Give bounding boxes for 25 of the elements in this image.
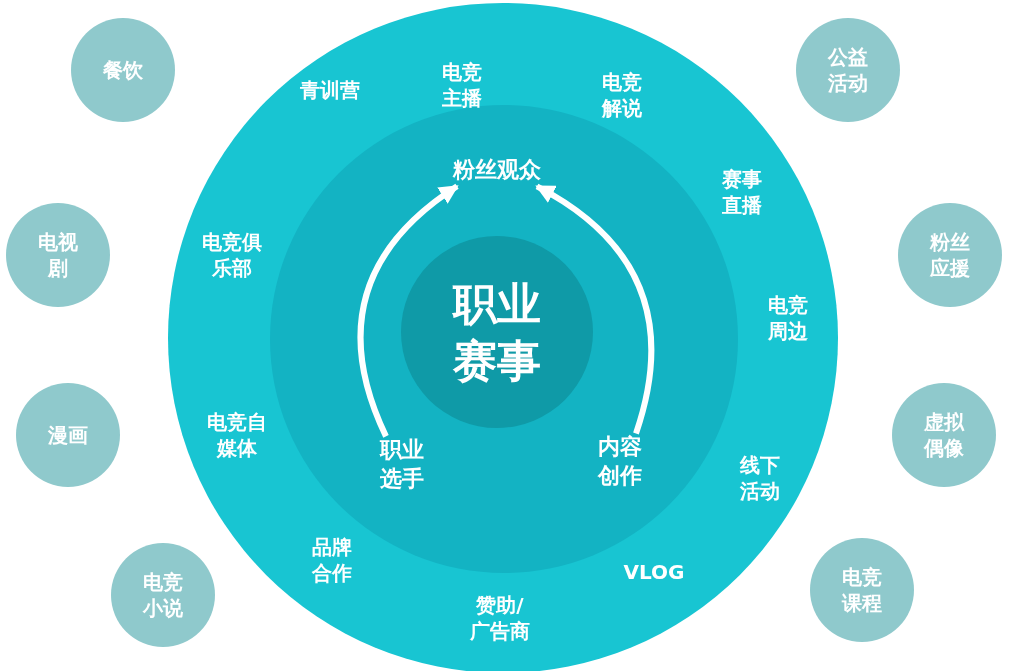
ring-label: 职业选手 [378, 436, 425, 494]
circle-label: 公益活动 [826, 44, 869, 96]
ring-label: 品牌合作 [311, 534, 353, 586]
ring-label: 赞助/广告商 [469, 592, 531, 644]
circle-label: 粉丝应援 [928, 229, 971, 281]
ring-label: 赛事直播 [721, 166, 763, 218]
ring-label: 电竞自媒体 [206, 409, 268, 461]
circle-label: 虚拟偶像 [923, 409, 966, 461]
ring-label: 电竞周边 [767, 292, 809, 344]
ring-label: 电竞解说 [600, 69, 643, 121]
ring-label: 电竞俱乐部 [201, 229, 263, 281]
circle-label: 电竞小说 [141, 569, 184, 621]
ring-label: VLOG [622, 559, 686, 585]
circle-label: 漫画 [47, 422, 89, 448]
ring-label: 粉丝观众 [451, 155, 542, 184]
circle-label: 电竞课程 [840, 564, 883, 616]
core-title: 职业赛事 [451, 277, 542, 389]
ring-label: 电竞主播 [441, 59, 483, 111]
ring-label: 青训营 [299, 77, 361, 103]
circle-label: 餐饮 [102, 57, 144, 83]
circle-label: 电视剧 [37, 229, 79, 281]
arrow [535, 183, 655, 435]
ring-label: 线下活动 [739, 452, 781, 504]
ring-label: 内容创作 [596, 433, 643, 491]
arrow [357, 183, 459, 438]
